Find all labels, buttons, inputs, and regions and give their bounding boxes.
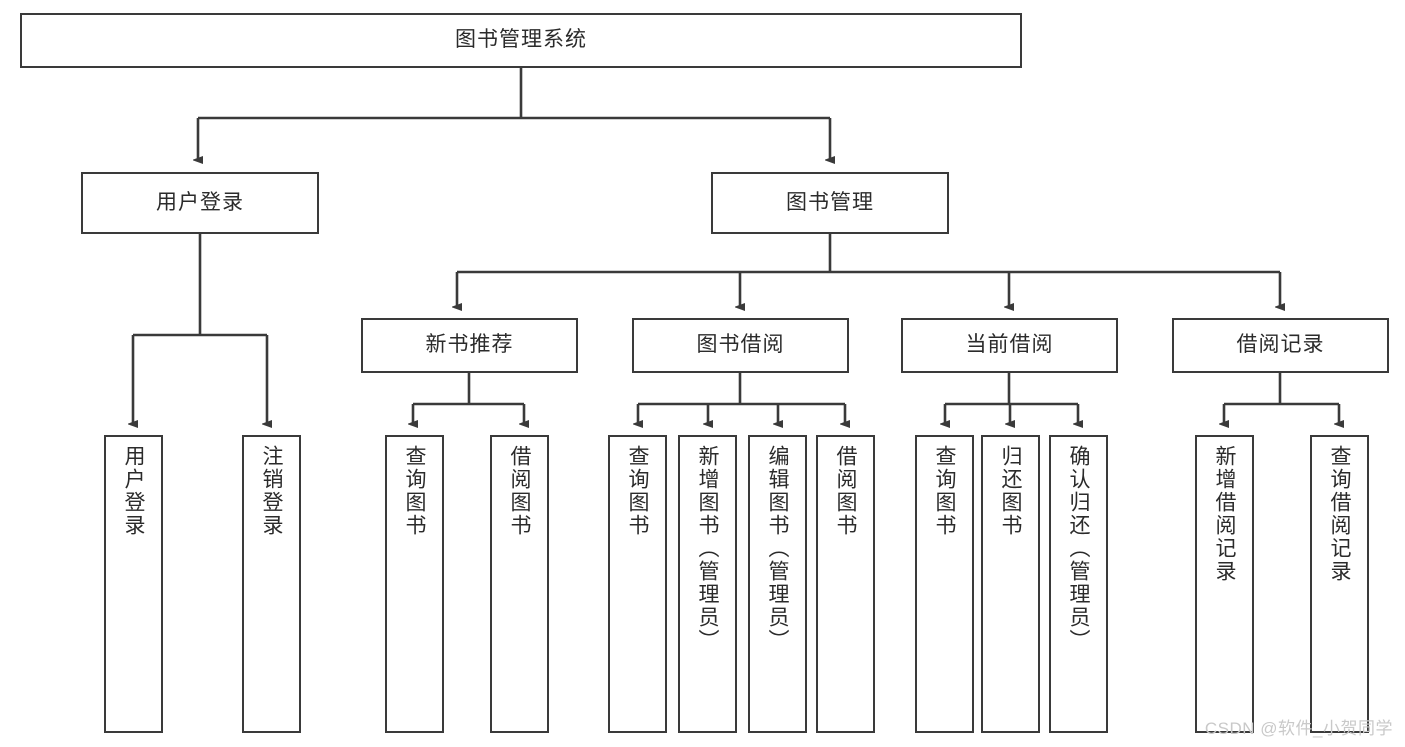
node-borrow-records[interactable]: 借阅记录 xyxy=(1172,318,1389,373)
node-label: 用户登录 xyxy=(156,190,244,214)
node-label: 查询图书 xyxy=(626,445,649,537)
leaf-query-book-current[interactable]: 查询图书 xyxy=(915,435,974,733)
leaf-borrow-book-recommend[interactable]: 借阅图书 xyxy=(490,435,549,733)
node-user-login[interactable]: 用户登录 xyxy=(81,172,319,234)
node-label: 借阅图书 xyxy=(834,445,857,537)
node-label: 当前借阅 xyxy=(965,333,1054,357)
node-current-borrow[interactable]: 当前借阅 xyxy=(901,318,1118,373)
node-label: 借阅图书 xyxy=(508,445,531,537)
leaf-query-book-recommend[interactable]: 查询图书 xyxy=(385,435,444,733)
node-label: 注销登录 xyxy=(260,445,283,537)
node-label: 用户登录 xyxy=(122,445,145,537)
node-label: 查询图书 xyxy=(403,445,426,537)
node-book-management[interactable]: 图书管理 xyxy=(711,172,949,234)
node-label: 查询借阅记录 xyxy=(1328,445,1351,583)
leaf-add-book-admin[interactable]: 新增图书（管理员） xyxy=(678,435,737,733)
leaf-query-borrow-record[interactable]: 查询借阅记录 xyxy=(1310,435,1369,733)
node-root-system[interactable]: 图书管理系统 xyxy=(20,13,1022,68)
node-label: 新增图书（管理员） xyxy=(696,445,719,652)
node-book-borrow[interactable]: 图书借阅 xyxy=(632,318,849,373)
node-label: 图书借阅 xyxy=(696,333,785,357)
leaf-user-login[interactable]: 用户登录 xyxy=(104,435,163,733)
node-label: 借阅记录 xyxy=(1236,333,1325,357)
leaf-add-borrow-record[interactable]: 新增借阅记录 xyxy=(1195,435,1254,733)
leaf-edit-book-admin[interactable]: 编辑图书（管理员） xyxy=(748,435,807,733)
leaf-logout[interactable]: 注销登录 xyxy=(242,435,301,733)
leaf-return-book[interactable]: 归还图书 xyxy=(981,435,1040,733)
csdn-watermark: CSDN @软件_小贺同学 xyxy=(1204,719,1393,738)
leaf-query-book-borrow[interactable]: 查询图书 xyxy=(608,435,667,733)
node-label: 确认归还（管理员） xyxy=(1067,445,1090,652)
node-label: 图书管理 xyxy=(786,190,874,214)
node-label: 编辑图书（管理员） xyxy=(766,445,789,652)
node-label: 新增借阅记录 xyxy=(1213,445,1236,583)
node-label: 图书管理系统 xyxy=(455,28,587,52)
node-new-book-recommend[interactable]: 新书推荐 xyxy=(361,318,578,373)
node-label: 归还图书 xyxy=(999,445,1022,537)
leaf-confirm-return-admin[interactable]: 确认归还（管理员） xyxy=(1049,435,1108,733)
node-label: 新书推荐 xyxy=(425,333,514,357)
leaf-borrow-book[interactable]: 借阅图书 xyxy=(816,435,875,733)
node-label: 查询图书 xyxy=(933,445,956,537)
